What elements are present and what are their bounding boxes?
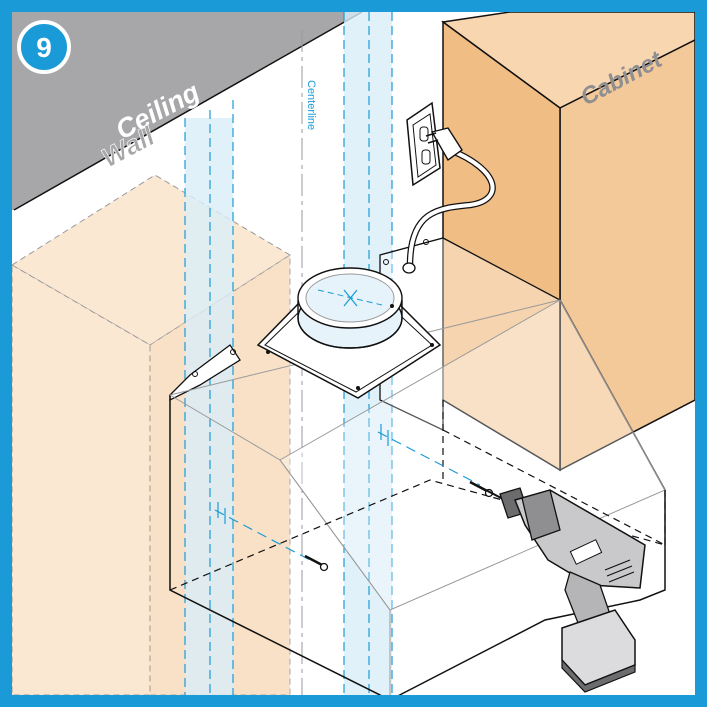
step-badge-icon: 9	[17, 20, 71, 74]
screw-guide-lines	[214, 424, 481, 561]
power-plug-icon	[425, 127, 463, 162]
ghost-left-cabinet	[11, 174, 291, 696]
screw-icon	[304, 554, 329, 572]
range-hood-icon	[169, 237, 666, 701]
power-cord-icon	[402, 146, 496, 274]
ceiling-wall-edge	[13, 11, 363, 211]
duct-collar-icon	[256, 267, 442, 399]
step-number: 9	[36, 32, 52, 63]
outlet-icon	[406, 101, 441, 187]
centerline-label: Centerline	[305, 80, 317, 130]
cordless-drill-icon	[477, 485, 646, 693]
